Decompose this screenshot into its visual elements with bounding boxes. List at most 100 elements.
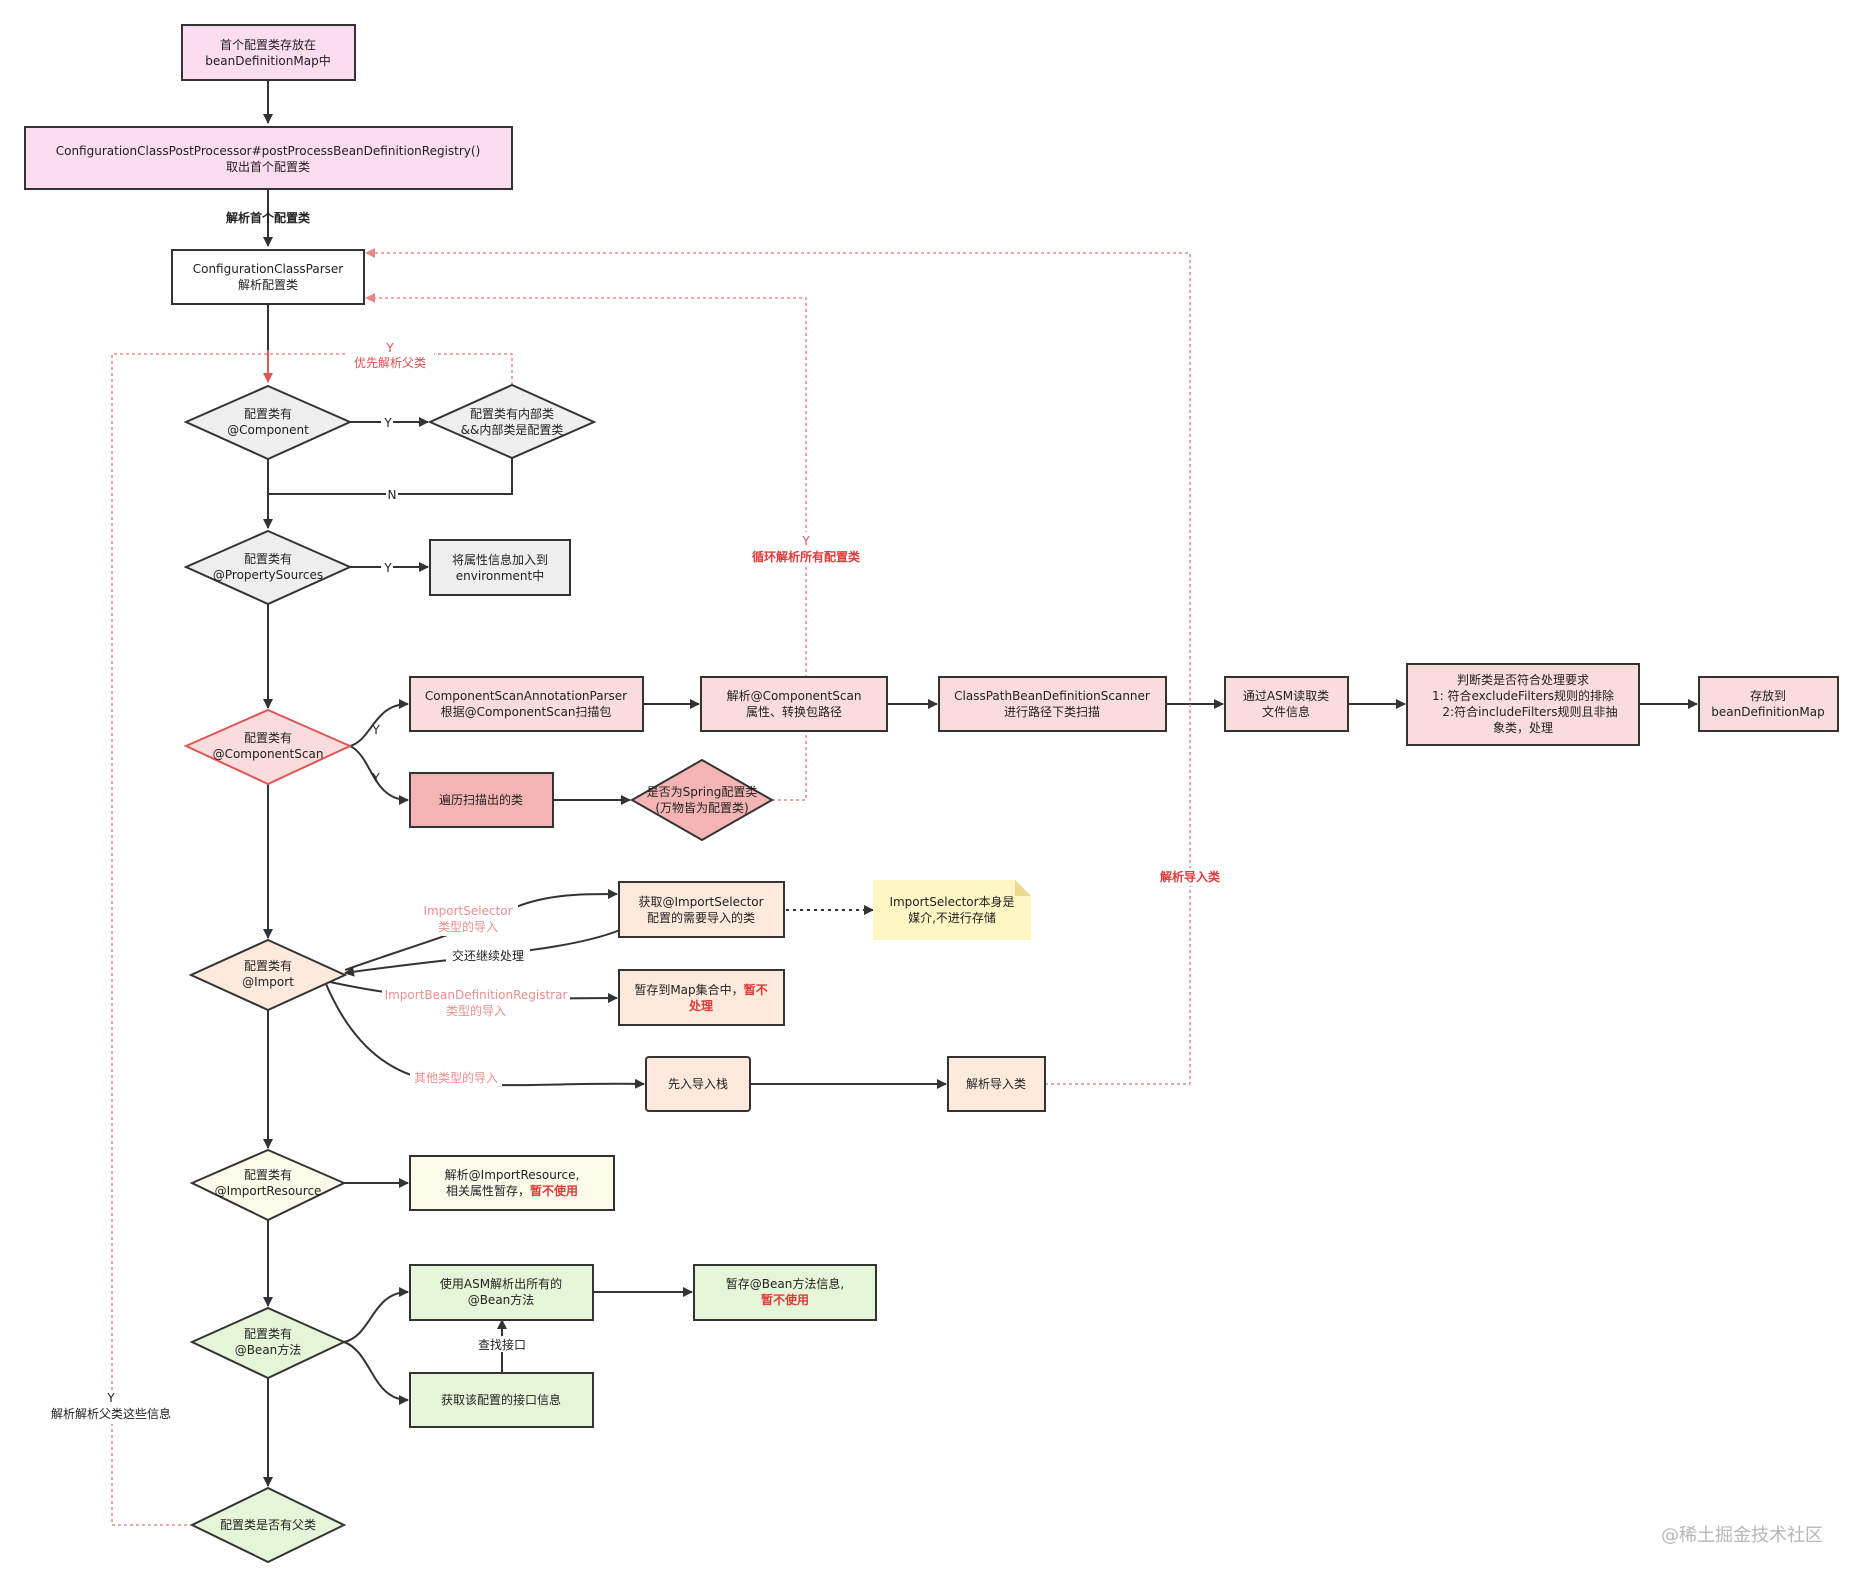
label-inner-no: N	[388, 488, 397, 502]
node-temp-store-map-line1: 暂存到Map集合中，暂不	[634, 982, 767, 997]
label-loop-all-configs: 循环解析所有配置类	[752, 549, 861, 564]
decision-has-import-line1: 配置类有	[244, 959, 292, 973]
node-parse-import-resource: 解析@ImportResource, 相关属性暂存，暂不使用	[409, 1155, 615, 1211]
node-store-bean-definition-map: 存放到 beanDefinitionMap	[1698, 676, 1839, 732]
node-config-parser-line1: ConfigurationClassParser	[193, 262, 344, 276]
decision-has-property-sources-line2: @PropertySources	[213, 568, 323, 582]
node-scan-annotation-parser: ComponentScanAnnotationParser 根据@Compone…	[409, 676, 644, 732]
node-config-parser-line2: 解析配置类	[238, 278, 298, 292]
node-temp-store-map: 暂存到Map集合中，暂不 处理	[618, 969, 785, 1026]
node-temp-store-map-line2: 处理	[688, 998, 713, 1013]
decision-has-component-line2: @Component	[227, 423, 309, 437]
label-registrar-line2: 类型的导入	[446, 1003, 506, 1018]
node-post-processor-line1: ConfigurationClassPostProcessor#postProc…	[56, 144, 481, 158]
node-get-interface-info: 获取该配置的接口信息	[409, 1372, 594, 1428]
node-store-bean-info: 暂存@Bean方法信息, 暂不使用	[693, 1264, 877, 1321]
node-parse-import-resource-red: 暂不使用	[530, 1183, 578, 1198]
edge-parent-loop	[111, 353, 513, 1526]
decision-has-import: 配置类有 @Import	[188, 938, 348, 1012]
node-parse-import-resource-text: 相关属性暂存，	[446, 1184, 530, 1198]
decision-has-parent-class-line1: 配置类是否有父类	[220, 1518, 316, 1532]
node-get-import-selector: 获取@ImportSelector 配置的需要导入的类	[618, 881, 785, 938]
node-temp-store-map-text: 暂存到Map集合中，	[634, 982, 743, 997]
node-asm-read: 通过ASM读取类 文件信息	[1224, 676, 1349, 732]
edge-compscan-to-scanparser	[349, 699, 409, 747]
node-judge-filters-line2: 1: 符合excludeFilters规则的排除	[1432, 688, 1614, 703]
node-traverse-scanned: 遍历扫描出的类	[409, 772, 554, 828]
connectors	[263, 80, 1698, 1487]
node-judge-filters-line4: 象类，处理	[1493, 721, 1553, 735]
decision-has-property-sources: 配置类有 @PropertySources	[183, 529, 353, 606]
node-get-import-selector-line1: 获取@ImportSelector	[638, 895, 763, 909]
decision-is-spring-config: 是否为Spring配置类 (万物皆为配置类)	[629, 758, 775, 842]
decision-is-spring-config-line2: (万物皆为配置类)	[655, 801, 748, 815]
node-store-bean-info-line1: 暂存@Bean方法信息,	[726, 1276, 844, 1291]
decision-has-inner-class-line1: 配置类有内部类	[470, 406, 554, 421]
node-asm-parse-bean-line2: @Bean方法	[468, 1292, 535, 1307]
node-post-processor-line2: 取出首个配置类	[226, 160, 310, 174]
node-asm-parse-bean-line1: 使用ASM解析出所有的	[440, 1276, 562, 1291]
node-store-bean-definition-map-line1: 存放到	[1750, 688, 1786, 703]
decision-has-property-sources-line1: 配置类有	[244, 552, 292, 566]
node-classpath-scanner: ClassPathBeanDefinitionScanner 进行路径下类扫描	[938, 676, 1167, 732]
label-loop-yes: Y	[801, 534, 810, 548]
label-scan-yes-1: Y	[371, 723, 380, 737]
label-scan-yes-2: Y	[371, 771, 380, 785]
node-temp-store-map-red: 暂不	[744, 982, 768, 997]
decision-has-import-resource-line1: 配置类有	[244, 1168, 292, 1182]
node-store-bean-info-line2: 暂不使用	[761, 1292, 809, 1307]
node-store-bean-definition-map-line2: beanDefinitionMap	[1711, 705, 1824, 719]
node-traverse-scanned-line1: 遍历扫描出的类	[439, 792, 523, 807]
node-post-processor: ConfigurationClassPostProcessor#postProc…	[24, 126, 513, 190]
label-parent-yes: Y	[106, 1391, 115, 1405]
decision-has-component-line1: 配置类有	[244, 407, 292, 421]
node-asm-read-line1: 通过ASM读取类	[1243, 689, 1329, 703]
decision-has-inner-class: 配置类有内部类 &&内部类是配置类	[427, 383, 597, 460]
node-first-config-line2: beanDefinitionMap中	[205, 53, 330, 68]
label-hand-back: 交还继续处理	[452, 948, 524, 963]
node-parse-import-resource-line2: 相关属性暂存，暂不使用	[446, 1183, 578, 1198]
decision-has-component-scan: 配置类有 @ComponentScan	[183, 708, 353, 786]
note-import-selector-line2: 媒介,不进行存储	[908, 910, 996, 925]
label-find-interface: 查找接口	[478, 1337, 526, 1352]
node-judge-filters-line3: 2:符合includeFilters规则且非抽	[1442, 704, 1617, 719]
edge-bean-to-iface	[343, 1341, 409, 1405]
decision-has-component: 配置类有 @Component	[183, 384, 353, 461]
node-scan-annotation-parser-line2: 根据@ComponentScan扫描包	[441, 705, 612, 719]
decision-has-inner-class-line2: &&内部类是配置类	[461, 422, 564, 437]
node-parse-scan-attrs-line2: 属性、转换包路径	[746, 704, 842, 719]
label-parent-first: 优先解析父类	[354, 356, 426, 370]
label-registrar-line1: ImportBeanDefinitionRegistrar	[385, 988, 568, 1002]
decision-is-spring-config-line1: 是否为Spring配置类	[647, 785, 758, 799]
edge-parse-import-loop	[365, 248, 1191, 1085]
node-asm-parse-bean: 使用ASM解析出所有的 @Bean方法	[409, 1264, 594, 1321]
node-scan-annotation-parser-line1: ComponentScanAnnotationParser	[425, 689, 627, 703]
node-classpath-scanner-line2: 进行路径下类扫描	[1004, 704, 1100, 719]
decision-has-import-resource: 配置类有 @ImportResource	[189, 1148, 347, 1222]
decision-has-bean-method: 配置类有 @Bean方法	[189, 1306, 347, 1380]
decision-has-bean-method-line2: @Bean方法	[235, 1342, 302, 1357]
node-parse-import-class-line1: 解析导入类	[966, 1077, 1026, 1091]
node-parse-import-resource-line1: 解析@ImportResource,	[445, 1168, 580, 1182]
node-parse-scan-attrs: 解析@ComponentScan 属性、转换包路径	[700, 676, 888, 732]
decision-has-import-resource-line2: @ImportResource	[215, 1184, 322, 1198]
node-parse-scan-attrs-line1: 解析@ComponentScan	[727, 689, 862, 703]
node-first-config: 首个配置类存放在 beanDefinitionMap中	[181, 24, 356, 81]
label-other-import: 其他类型的导入	[414, 1070, 498, 1085]
node-classpath-scanner-line1: ClassPathBeanDefinitionScanner	[954, 689, 1150, 703]
edge-inner-no	[268, 458, 513, 495]
label-propsrc-yes: Y	[383, 561, 392, 575]
label-import-selector-line1: ImportSelector	[423, 904, 512, 918]
decision-has-import-line2: @Import	[242, 975, 294, 989]
decision-has-component-scan-line1: 配置类有	[244, 731, 292, 745]
edge-labels: 解析首个配置类 Y N Y 优先解析父类 Y Y Y Y 循环解析所有配置类 I…	[38, 210, 1230, 1424]
node-push-import-stack: 先入导入栈	[645, 1056, 751, 1112]
node-get-interface-info-line1: 获取该配置的接口信息	[441, 1392, 561, 1407]
label-component-inner-yes: Y	[383, 416, 392, 430]
node-asm-read-line2: 文件信息	[1262, 704, 1310, 719]
label-parent-first-yes: Y	[385, 341, 394, 355]
label-import-selector-line2: 类型的导入	[438, 919, 498, 934]
node-get-import-selector-line2: 配置的需要导入的类	[647, 910, 755, 925]
node-add-to-environment: 将属性信息加入到 environment中	[429, 539, 571, 596]
